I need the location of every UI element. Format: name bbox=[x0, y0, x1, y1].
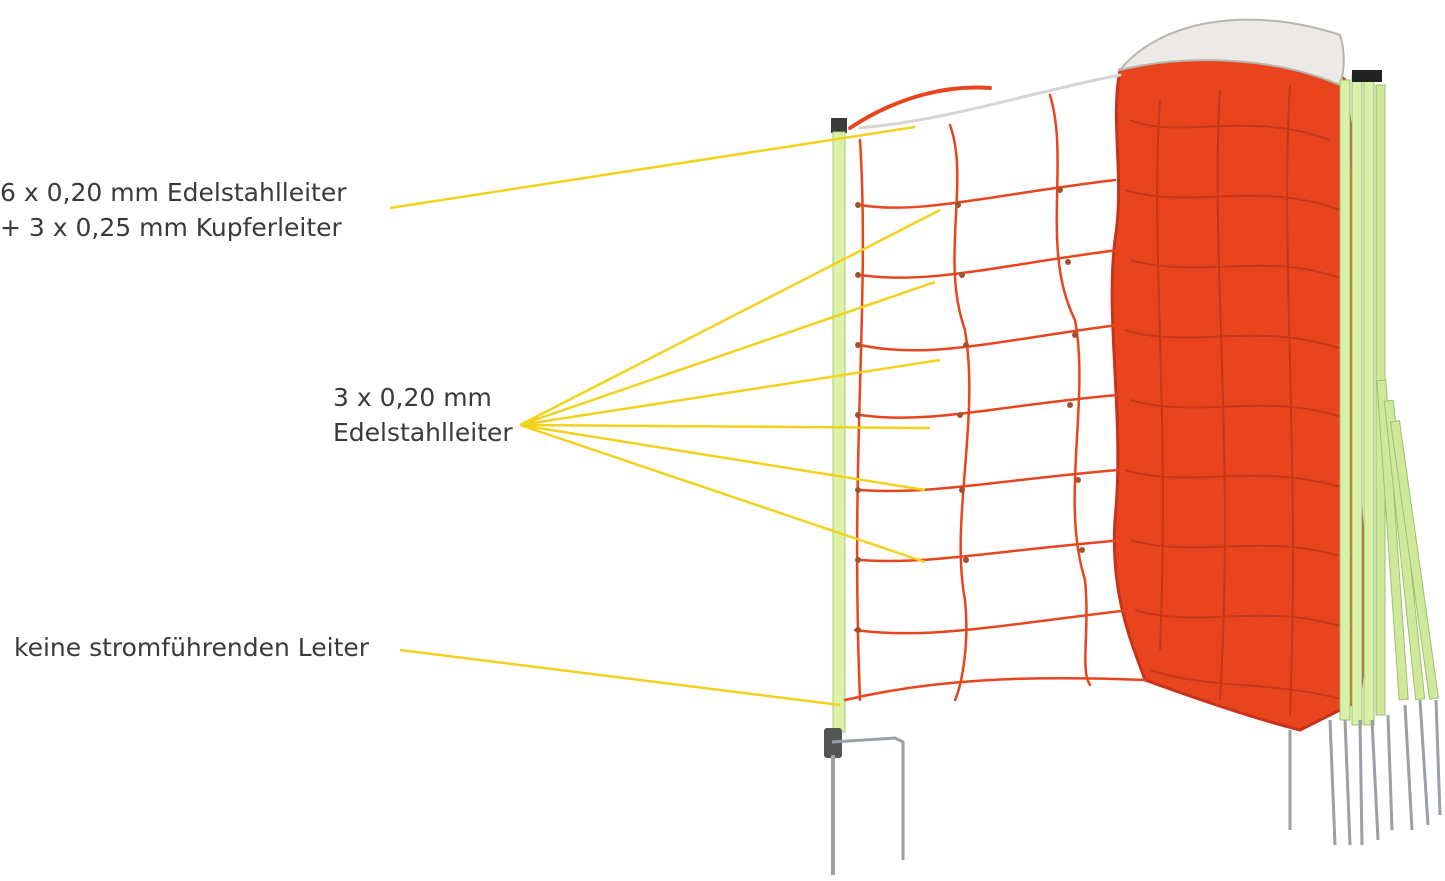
leader-lines bbox=[389, 125, 941, 707]
label-mid-line1: 3 x 0,20 mm bbox=[333, 383, 492, 412]
single-fence-post bbox=[824, 118, 905, 875]
label-top-line2: + 3 x 0,25 mm Kupferleiter bbox=[0, 213, 342, 242]
leader-line-mid-1 bbox=[519, 208, 941, 427]
label-middle-conductors: 3 x 0,20 mm Edelstahlleiter bbox=[333, 380, 513, 450]
post-bundle bbox=[1288, 70, 1442, 846]
label-mid-line2: Edelstahlleiter bbox=[333, 418, 513, 447]
open-net-mesh bbox=[843, 73, 1147, 702]
leader-line-mid-6 bbox=[519, 423, 926, 564]
leader-line-mid-2 bbox=[519, 280, 936, 427]
label-bottom-no-conductors: keine stromführenden Leiter bbox=[14, 630, 369, 665]
leader-line-mid-4 bbox=[519, 423, 931, 430]
label-top-conductors: 6 x 0,20 mm Edelstahlleiter + 3 x 0,25 m… bbox=[0, 175, 347, 245]
label-bottom-text: keine stromführenden Leiter bbox=[14, 633, 370, 662]
leader-line-bottom bbox=[399, 648, 841, 707]
leader-line-mid-5 bbox=[519, 423, 926, 492]
leader-line-mid-3 bbox=[519, 358, 941, 427]
label-top-line1: 6 x 0,20 mm Edelstahlleiter bbox=[0, 178, 347, 207]
rolled-net-bundle bbox=[1110, 18, 1366, 732]
leader-line-top bbox=[389, 125, 916, 210]
